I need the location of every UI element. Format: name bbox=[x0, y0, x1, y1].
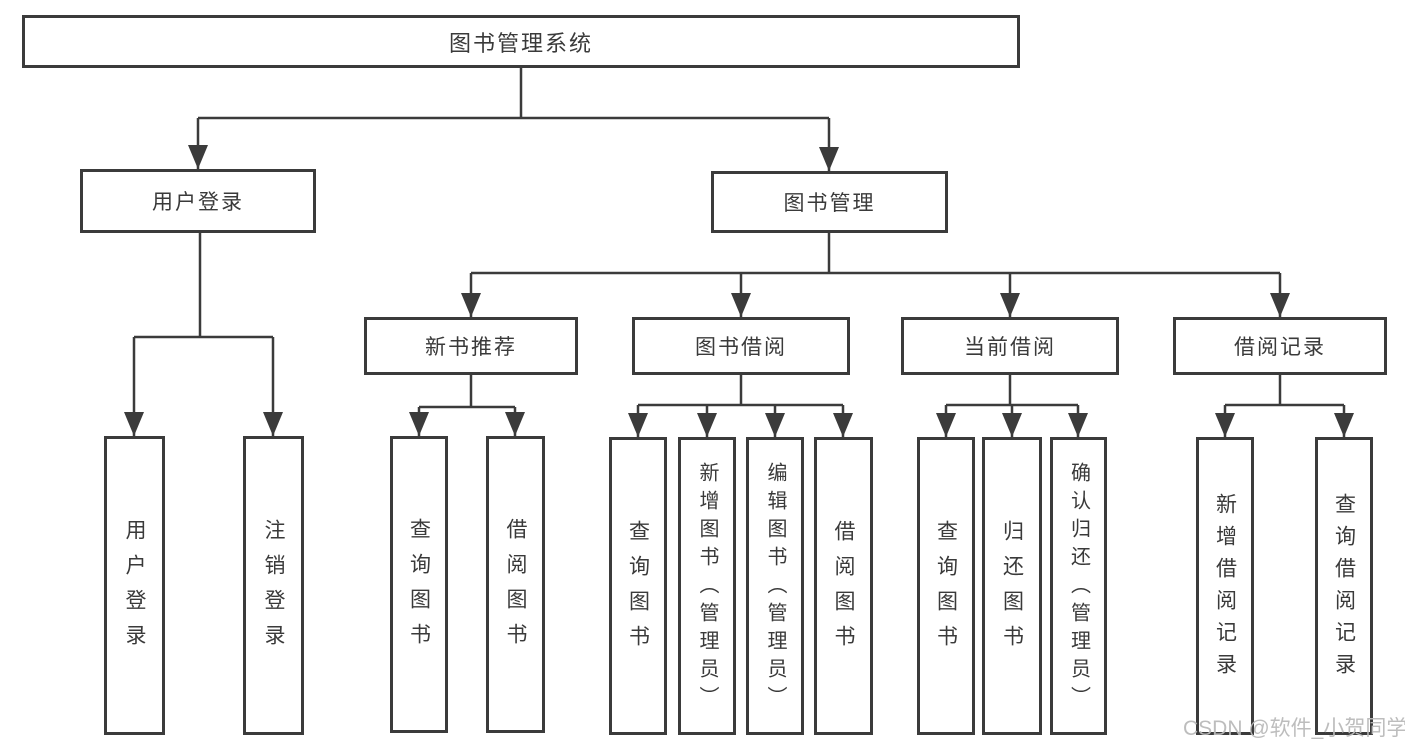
node-new-book-recommend: 新书推荐 bbox=[364, 317, 578, 375]
node-library-system: 图书管理系统 bbox=[22, 15, 1020, 68]
node-current-borrow: 当前借阅 bbox=[901, 317, 1119, 375]
node-borrow-records: 借阅记录 bbox=[1173, 317, 1387, 375]
node-add-borrow-record: 新增借阅记录 bbox=[1196, 437, 1254, 735]
node-book-management-label: 图书管理 bbox=[783, 192, 876, 215]
node-book-borrow-label: 图书借阅 bbox=[695, 336, 787, 359]
arrowhead-icons bbox=[124, 145, 1354, 437]
node-confirm-return-admin-label: 确认归还（管理员） bbox=[1067, 462, 1090, 714]
node-return-books-label: 归还图书 bbox=[1000, 519, 1024, 660]
node-borrow-books-recommend: 借阅图书 bbox=[486, 436, 545, 733]
node-add-book-admin-label: 新增图书（管理员） bbox=[696, 462, 718, 714]
node-new-book-recommend-label: 新书推荐 bbox=[425, 336, 517, 359]
node-add-book-admin: 新增图书（管理员） bbox=[678, 437, 736, 735]
node-edit-book-admin: 编辑图书（管理员） bbox=[746, 437, 804, 735]
node-query-books-current-label: 查询图书 bbox=[934, 519, 958, 660]
node-query-books-borrow-label: 查询图书 bbox=[626, 519, 650, 660]
node-borrow-books-label: 借阅图书 bbox=[832, 519, 855, 660]
node-book-management: 图书管理 bbox=[711, 171, 948, 233]
node-borrow-books: 借阅图书 bbox=[814, 437, 873, 735]
node-user-login: 用户登录 bbox=[104, 436, 165, 735]
node-query-borrow-record: 查询借阅记录 bbox=[1315, 437, 1373, 735]
node-logout-login: 注销登录 bbox=[243, 436, 304, 735]
csdn-watermark: CSDN @软件_小贺同学 bbox=[1183, 717, 1405, 740]
node-borrow-books-recommend-label: 借阅图书 bbox=[504, 518, 527, 658]
node-query-books-recommend-label: 查询图书 bbox=[407, 518, 431, 658]
node-user-login-group-label: 用户登录 bbox=[152, 191, 244, 214]
node-current-borrow-label: 当前借阅 bbox=[964, 336, 1056, 359]
node-query-books-current: 查询图书 bbox=[917, 437, 975, 735]
node-user-login-label: 用户登录 bbox=[123, 519, 146, 659]
node-logout-login-label: 注销登录 bbox=[262, 519, 285, 659]
node-return-books: 归还图书 bbox=[982, 437, 1042, 735]
node-borrow-records-label: 借阅记录 bbox=[1234, 336, 1326, 359]
node-library-system-label: 图书管理系统 bbox=[448, 30, 593, 56]
node-book-borrow: 图书借阅 bbox=[632, 317, 850, 375]
node-query-books-recommend: 查询图书 bbox=[390, 436, 448, 733]
node-user-login-group: 用户登录 bbox=[80, 169, 316, 233]
node-add-borrow-record-label: 新增借阅记录 bbox=[1213, 492, 1237, 685]
node-query-books-borrow: 查询图书 bbox=[609, 437, 667, 735]
node-confirm-return-admin: 确认归还（管理员） bbox=[1050, 437, 1107, 735]
tree-edges bbox=[132, 68, 1346, 437]
node-query-borrow-record-label: 查询借阅记录 bbox=[1332, 492, 1356, 685]
node-edit-book-admin-label: 编辑图书（管理员） bbox=[764, 462, 786, 714]
